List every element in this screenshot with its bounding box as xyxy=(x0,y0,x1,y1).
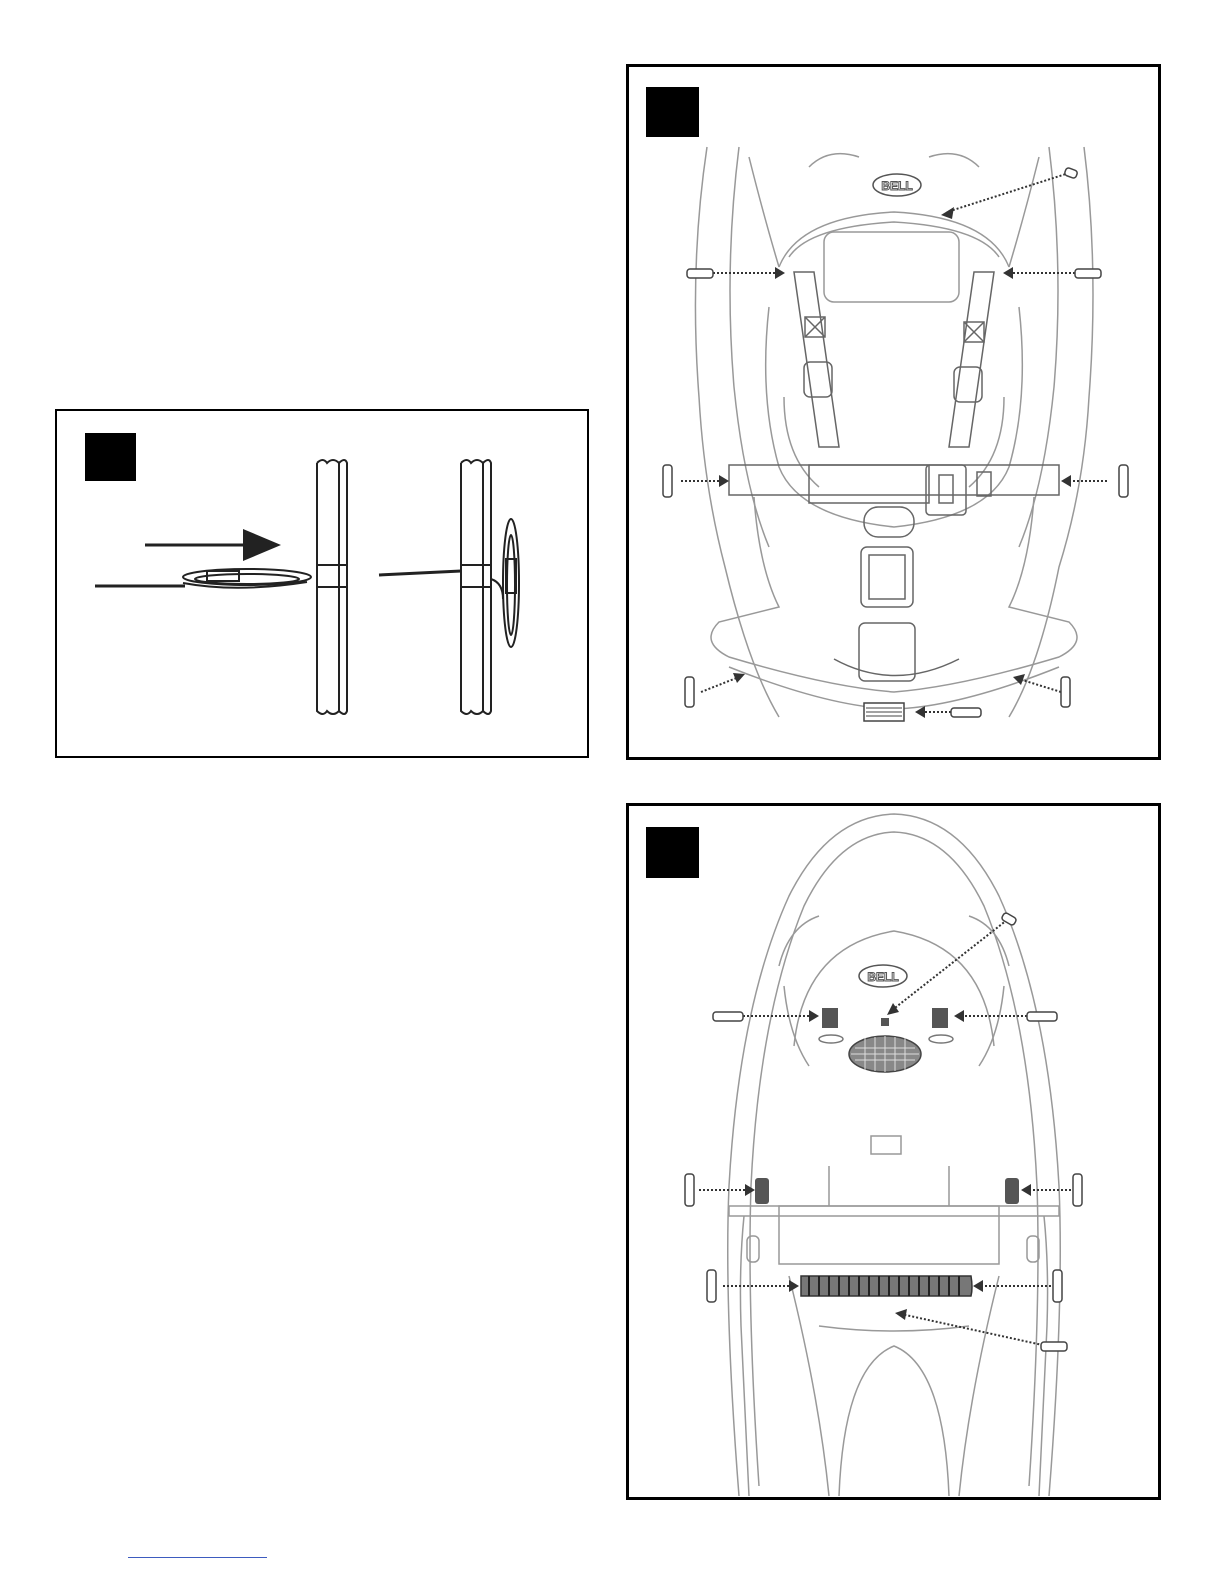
seat-front-drawing: BELL xyxy=(629,67,1158,757)
hook-clip-icon xyxy=(183,569,311,588)
hook-detail-figure xyxy=(55,409,589,758)
vent-mesh xyxy=(849,1036,921,1072)
hook-detail-drawing xyxy=(57,411,591,760)
right-arrow-icon xyxy=(145,529,281,561)
hook-clip-icon xyxy=(491,519,519,647)
bell-logo-icon: BELL xyxy=(873,174,921,196)
reflector-strip xyxy=(801,1276,972,1296)
seat-rear-drawing: BELL xyxy=(629,806,1158,1497)
svg-text:BELL: BELL xyxy=(867,970,898,984)
footer-link-underline[interactable] xyxy=(128,1557,267,1558)
seat-front-view-figure: BELL xyxy=(626,64,1161,760)
svg-text:BELL: BELL xyxy=(881,179,912,193)
frame-post xyxy=(317,460,347,714)
frame-post xyxy=(461,460,491,714)
footrest-strip xyxy=(864,703,904,721)
seat-rear-view-figure: BELL xyxy=(626,803,1161,1500)
bell-logo-icon: BELL xyxy=(859,965,907,987)
